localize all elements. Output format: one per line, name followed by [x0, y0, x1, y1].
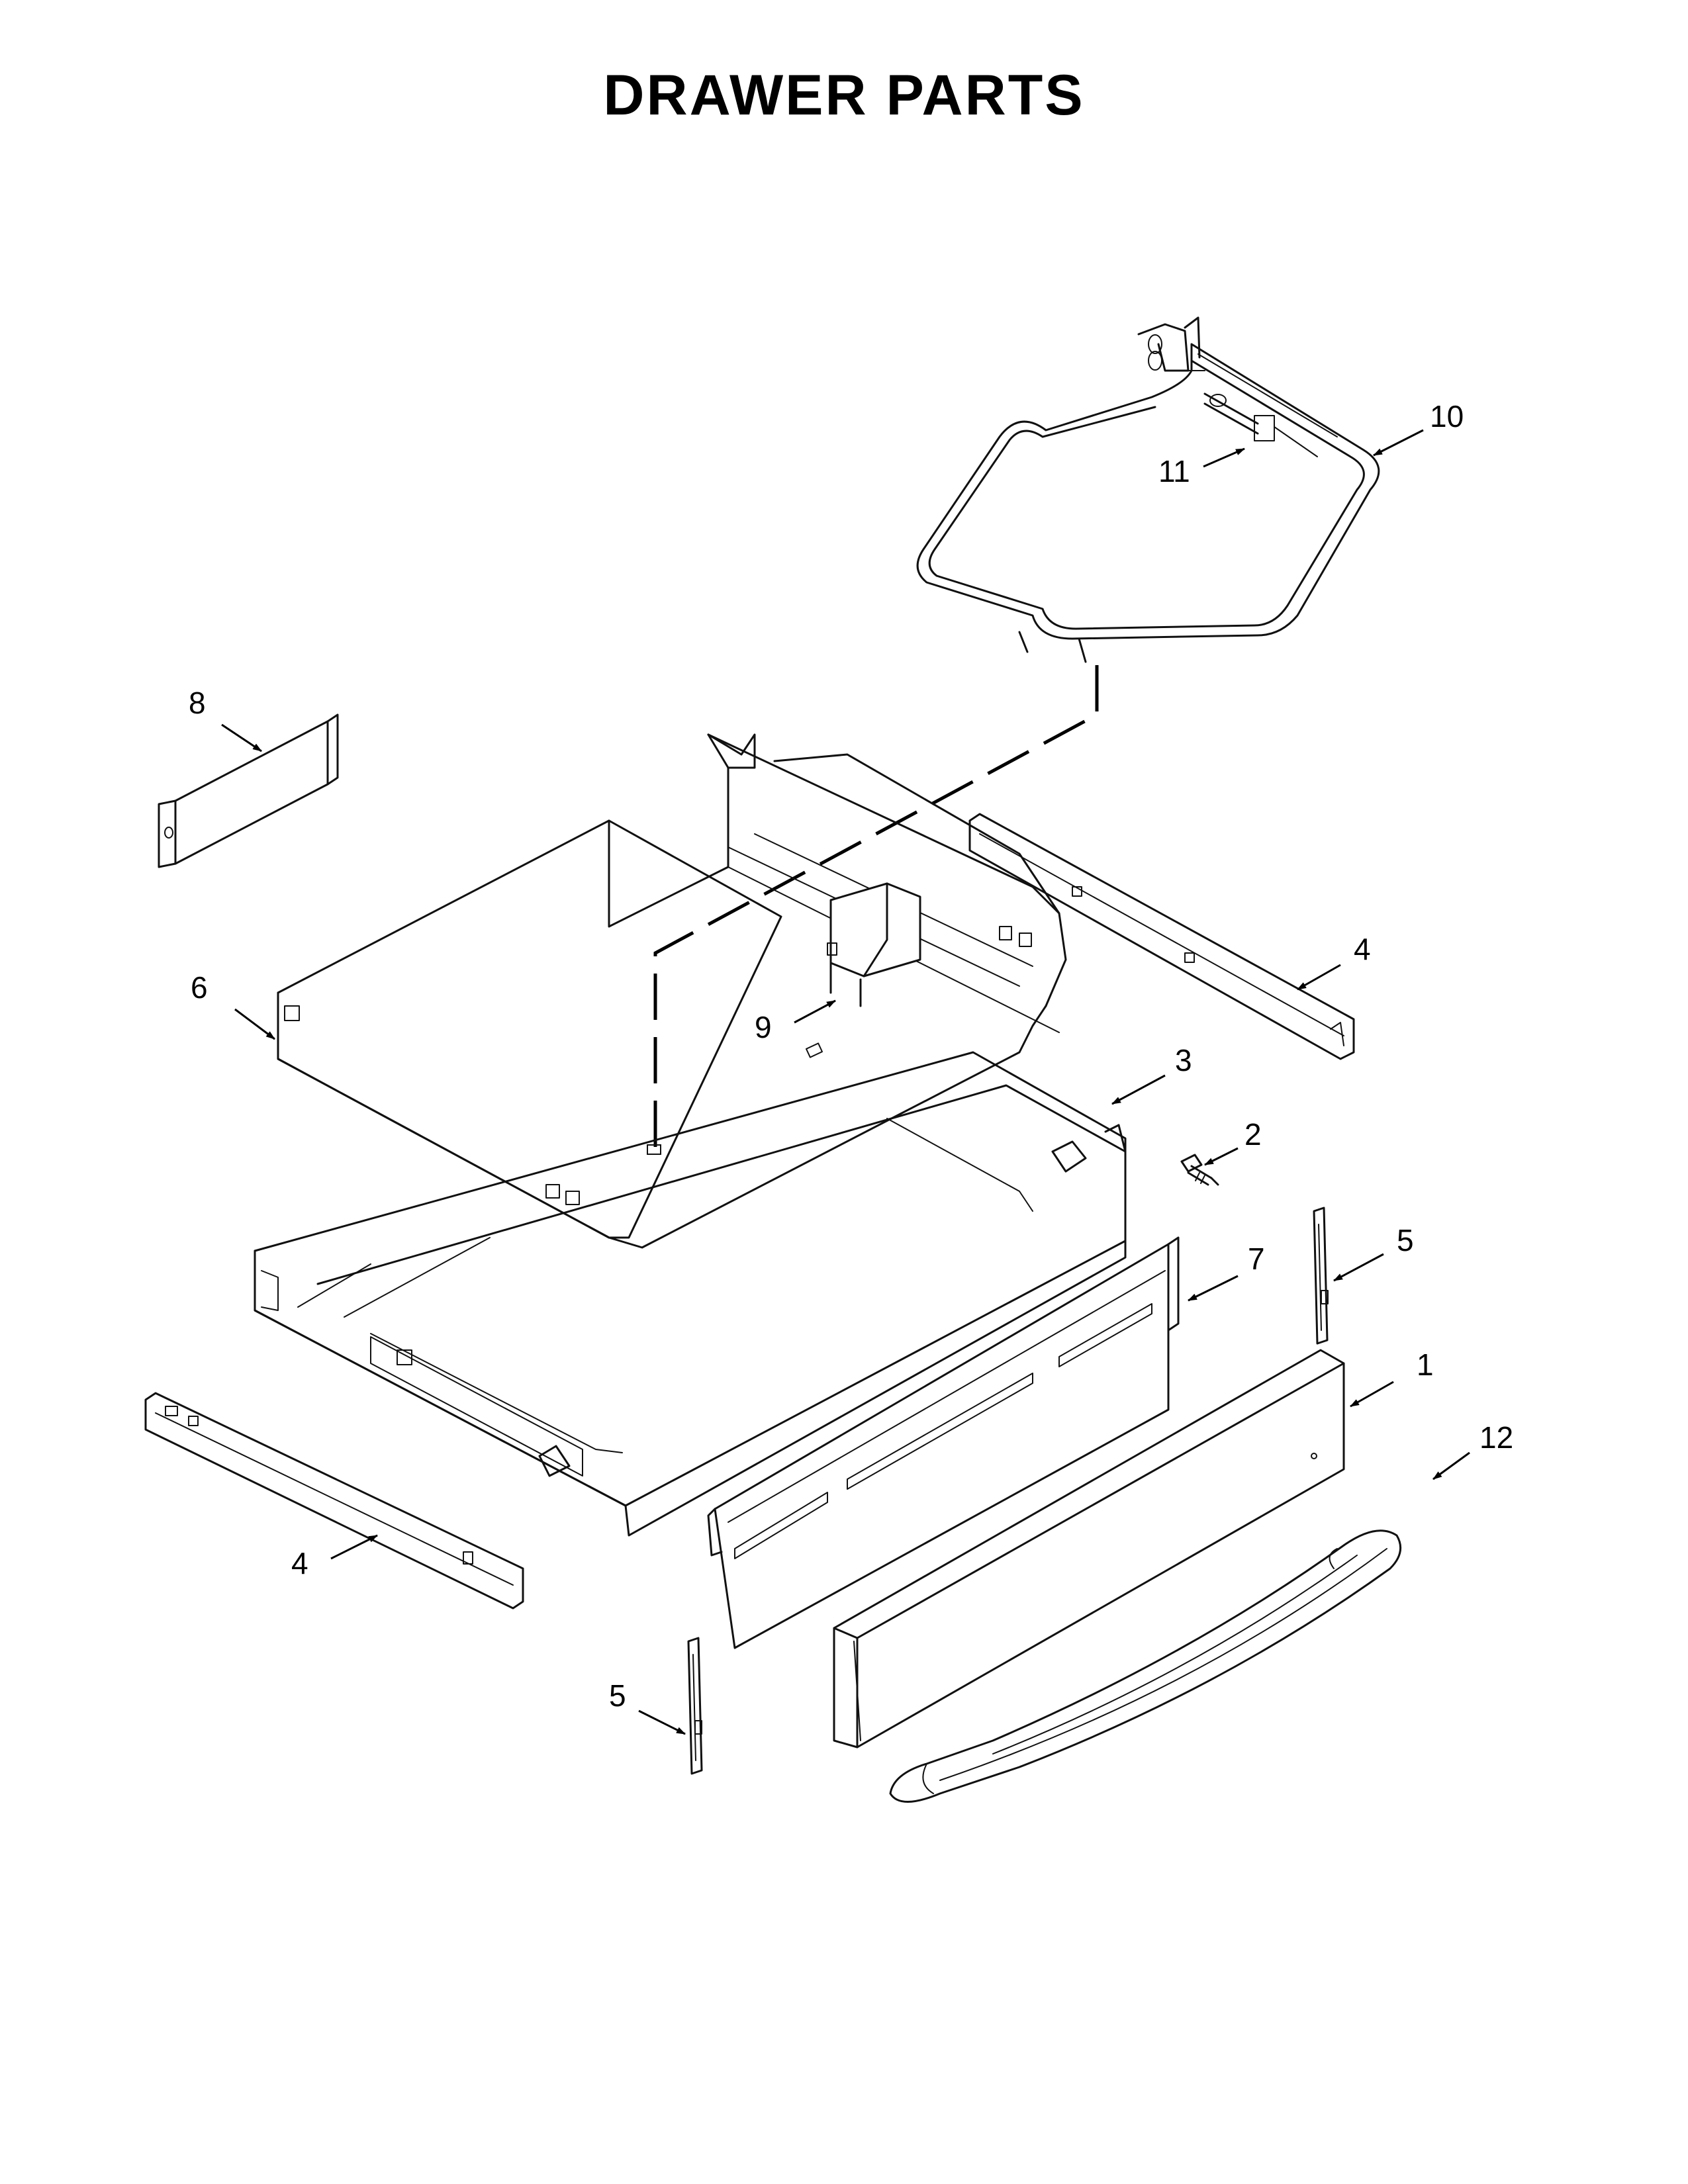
leader-5a: [1333, 1253, 1384, 1282]
callout-4a: 4: [1354, 932, 1371, 966]
handle: [889, 1529, 1402, 1803]
slide-rail-left: [144, 1392, 524, 1610]
leader-11: [1203, 447, 1245, 468]
leader-6: [234, 1008, 275, 1040]
screw: [1180, 1154, 1219, 1186]
callout-5a: 5: [1397, 1223, 1414, 1257]
element-support: [805, 882, 921, 1058]
leader-9: [794, 999, 836, 1024]
callout-10: 10: [1430, 399, 1464, 433]
assembly-line: [653, 665, 1099, 1152]
callout-8: 8: [189, 686, 206, 720]
callout-labels: 1 2 3 4 4 5 5 6 7 8 9 10 11 12: [189, 399, 1513, 1713]
leader-2: [1204, 1147, 1239, 1166]
rear-panel: [158, 713, 339, 868]
page-title: DRAWER PARTS: [603, 64, 1085, 127]
callout-3: 3: [1175, 1043, 1192, 1077]
leader-8: [221, 723, 262, 752]
callout-9: 9: [755, 1010, 772, 1044]
callout-6: 6: [191, 970, 208, 1005]
sensor: [1203, 392, 1318, 457]
callout-5b: 5: [609, 1678, 626, 1713]
leader-5b: [638, 1709, 686, 1735]
slide-rail-right: [968, 813, 1355, 1060]
heating-element: [916, 316, 1380, 663]
leader-7: [1188, 1275, 1239, 1302]
leader-3: [1111, 1074, 1166, 1105]
callout-leaders: [221, 429, 1470, 1735]
callout-1: 1: [1417, 1347, 1434, 1382]
callout-12: 12: [1479, 1420, 1513, 1455]
bracket-left: [687, 1637, 703, 1775]
leader-4b: [330, 1534, 378, 1560]
leader-4a: [1297, 964, 1341, 991]
callout-4b: 4: [291, 1546, 308, 1580]
leader-1: [1350, 1381, 1394, 1408]
inner-panel: [707, 1236, 1180, 1649]
drawer-liner: [254, 1051, 1127, 1537]
leader-12: [1432, 1451, 1470, 1480]
callout-2: 2: [1244, 1117, 1262, 1152]
drawer-front-panel: [833, 1349, 1345, 1749]
bracket-right: [1313, 1206, 1329, 1345]
callout-11: 11: [1158, 454, 1190, 488]
callout-7: 7: [1248, 1242, 1265, 1276]
drawer-body: [277, 733, 1067, 1249]
leader-10: [1373, 429, 1424, 457]
